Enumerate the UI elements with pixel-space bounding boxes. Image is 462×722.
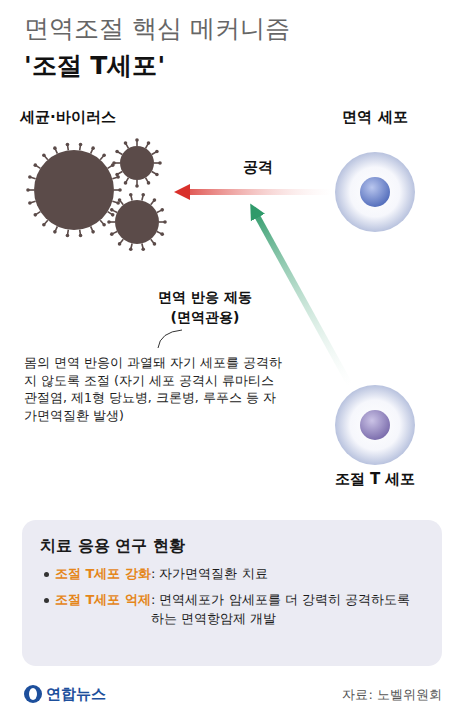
virus-spike: [158, 161, 162, 165]
logo-mark: [29, 688, 37, 700]
panel-heading: 치료 응용 연구 현황: [40, 534, 424, 558]
edge-label: 공격: [241, 158, 275, 177]
virus-spike: [155, 150, 159, 154]
virus-spike: [66, 234, 70, 238]
annotation: 면역 반응 제동 (면역관용): [150, 288, 260, 327]
virus-spike: [124, 181, 128, 185]
virus: [120, 146, 154, 180]
virus-spike: [42, 153, 46, 157]
virus-spike: [163, 220, 167, 224]
cell-node: 조절 T 세포: [320, 382, 430, 494]
virus-spike: [115, 173, 119, 177]
bullet-row: 조절 T세포 억제: 면역세포가 암세포를 더 강력히 공격하도록 하는 면역항…: [40, 590, 424, 629]
virus-spike: [110, 232, 114, 236]
node-heading: 면역 세포: [330, 108, 420, 127]
virus-spike: [102, 153, 106, 157]
virus-spike: [115, 150, 119, 154]
cell-nucleus: [360, 177, 390, 207]
bullet-text: : 자가면역질환 치료: [151, 564, 424, 584]
bullet: [44, 598, 49, 603]
bullet-text: : 면역세포가 암세포를 더 강력히 공격하도록 하는 면역항암제 개발: [151, 590, 424, 629]
virus-spike: [110, 208, 114, 212]
virus-spike: [141, 247, 145, 251]
virus-spike: [28, 201, 32, 205]
virus: [34, 150, 114, 230]
virus-spike: [147, 181, 151, 185]
panel-heading-wrap: 치료 응용 연구 현황: [40, 534, 424, 558]
info-panel: 치료 응용 연구 현황조절 T세포 강화: 자가면역질환 치료조절 T세포 억제…: [22, 520, 442, 666]
virus-spike: [135, 184, 139, 188]
bullet-row: 조절 T세포 강화: 자가면역질환 치료: [40, 564, 424, 584]
virus-spike: [91, 230, 95, 234]
panel-ground: [22, 520, 442, 666]
virus-spike: [160, 232, 164, 236]
virus-spike: [66, 143, 70, 147]
logo-text: 연합뉴스: [46, 684, 106, 705]
virus-spike: [34, 163, 38, 167]
virus-spike: [155, 173, 159, 177]
note: 몸의 면역 반응이 과열돼 자기 세포를 공격하지 않도록 조절 (자기 세포 …: [24, 354, 286, 424]
virus-spike: [160, 208, 164, 212]
virus-spike: [112, 161, 116, 165]
cell-node: 면역 세포: [330, 108, 420, 234]
virus-spike: [129, 247, 133, 251]
virus-spike: [53, 230, 57, 234]
node-heading: 세균·바이러스: [20, 108, 172, 127]
virus-spike: [42, 223, 46, 227]
regulatory-t-cell: [335, 385, 415, 465]
source: 자료: 노벨위원회: [342, 686, 442, 704]
virus-spike: [124, 141, 128, 145]
subtitle: '조절 T세포': [24, 48, 165, 83]
virus-spike: [129, 193, 133, 197]
virus-spike: [118, 188, 122, 192]
logo-mark: [24, 685, 42, 703]
virus-spike: [153, 242, 157, 246]
virus-spike: [91, 146, 95, 150]
virus-spike: [34, 213, 38, 217]
pathogen-group: 세균·바이러스: [20, 108, 172, 240]
virus-spike: [79, 234, 83, 238]
virus-spike: [118, 242, 122, 246]
virus-spike: [111, 213, 115, 217]
title: 면역조절 핵심 메커니즘: [24, 12, 290, 45]
bullet: [44, 572, 49, 577]
immune-cell: [335, 152, 415, 232]
virus-illustration: [26, 138, 167, 251]
bullet-key: 조절 T세포 강화: [55, 564, 151, 584]
attack-arrow: [186, 189, 330, 195]
virus-spike: [26, 188, 30, 192]
bullet-key: 조절 T세포 억제: [55, 590, 151, 610]
cell-nucleus: [360, 410, 390, 440]
virus-spike: [141, 193, 145, 197]
virus-spike: [153, 198, 157, 202]
virus-spike: [79, 143, 83, 147]
virus-spike: [107, 220, 111, 224]
leader-line: [158, 330, 182, 348]
virus-spike: [147, 141, 151, 145]
virus-spike: [118, 198, 122, 202]
virus-spike: [135, 138, 139, 142]
node-heading: 조절 T 세포: [320, 470, 430, 489]
virus-spike: [53, 146, 57, 150]
virus-spike: [28, 175, 32, 179]
virus-spike: [102, 223, 106, 227]
virus: [115, 200, 159, 244]
